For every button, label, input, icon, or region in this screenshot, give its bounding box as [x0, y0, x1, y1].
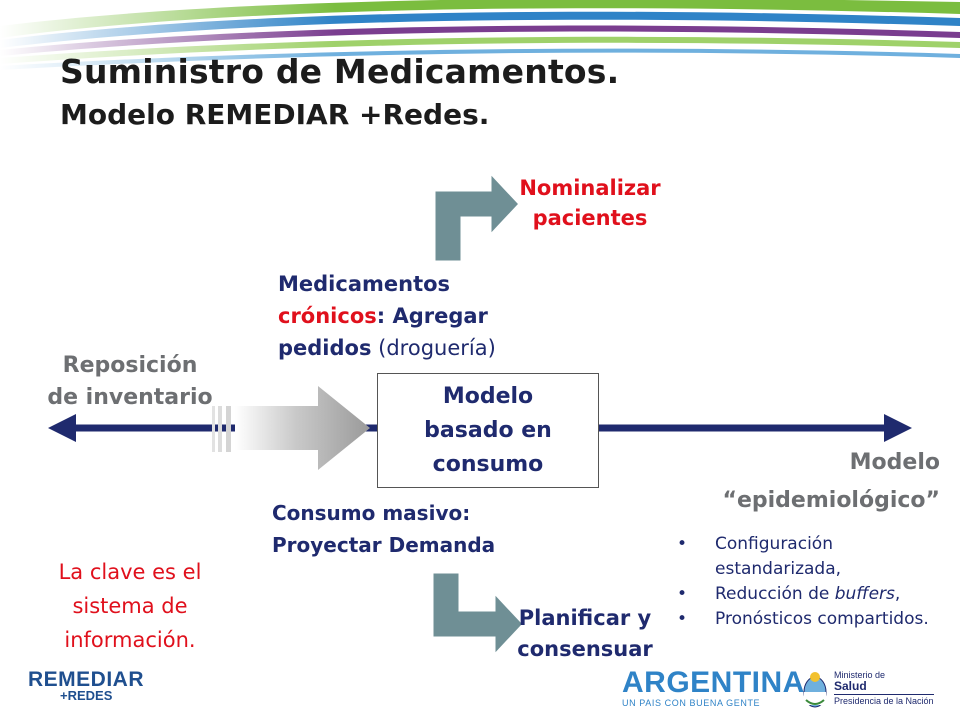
key-message-line2: sistema de: [72, 594, 188, 618]
key-message-line1: La clave es el: [58, 560, 202, 584]
argentina-logo-text: ARGENTINA: [622, 666, 805, 699]
bullet-icon: •: [677, 609, 688, 629]
list-item: • Configuración estandarizada,: [675, 532, 960, 582]
bullet-icon: •: [677, 534, 688, 554]
nominalizar-line2: pacientes: [532, 206, 648, 230]
mass-consumption-label: Consumo masivo: Proyectar Demanda: [272, 497, 562, 561]
ministerio-line1: Ministerio de: [834, 670, 886, 680]
center-model-box: Modelo basado en consumo: [377, 373, 599, 488]
bullet-list: • Configuración estandarizada, • Reducci…: [675, 532, 960, 632]
argentina-logo-tagline: UN PAIS CON BUENA GENTE: [622, 698, 761, 708]
top-banner-swoosh: [0, 0, 960, 70]
bullet-icon: •: [677, 584, 688, 604]
list-item: • Reducción de buffers,: [675, 582, 960, 607]
right-pole-line2: “epidemiológico”: [722, 488, 940, 513]
center-box-line3: consumo: [432, 451, 544, 477]
chronic-pedidos: pedidos: [278, 336, 372, 360]
ministerio-salud-logo: Ministerio de Salud Presidencia de la Na…: [834, 670, 934, 707]
bullet-text-2-pre: Reducción de: [715, 584, 835, 604]
gradient-block-arrow: [212, 386, 370, 470]
slide-title: Suministro de Medicamentos.: [60, 52, 620, 91]
remediar-logo: REMEDIAR +REDES: [28, 668, 144, 703]
chronic-line1: Medicamentos: [278, 272, 451, 296]
chronic-medications-label: Medicamentos crónicos: Agregar pedidos (…: [278, 268, 548, 364]
chronic-word: crónicos: [278, 304, 377, 328]
left-pole-label: Reposición de inventario: [20, 350, 240, 414]
bullet-text-3: Pronósticos compartidos.: [715, 609, 929, 629]
center-box-line2: basado en: [424, 417, 552, 443]
right-pole-label: Modelo “epidemiológico”: [680, 444, 940, 520]
output-nominalizar-pacientes: Nominalizar pacientes: [500, 173, 680, 233]
remediar-logo-text: REMEDIAR: [28, 668, 145, 691]
argentina-logo: ARGENTINA UN PAIS CON BUENA GENTE: [622, 666, 805, 709]
mass-line2: Proyectar Demanda: [272, 533, 496, 557]
output-planificar-consensuar: Planificar y consensuar: [500, 603, 670, 665]
right-pole-line1: Modelo: [849, 450, 940, 475]
chronic-drogueria: (droguería): [371, 336, 496, 360]
ministerio-line2: Salud: [834, 679, 867, 693]
nominalizar-line1: Nominalizar: [519, 176, 661, 200]
center-box-line1: Modelo: [442, 383, 534, 409]
planificar-line2: consensuar: [517, 637, 653, 661]
mass-line1: Consumo masivo:: [272, 501, 471, 525]
coat-of-arms-icon: [803, 672, 827, 708]
bullet-text-2-post: ,: [894, 584, 901, 604]
bullet-text-2-em: buffers: [834, 584, 895, 604]
remediar-logo-subtext: +REDES: [60, 688, 113, 703]
planificar-line1: Planificar y: [518, 606, 652, 630]
list-item: • Pronósticos compartidos.: [675, 607, 960, 632]
bent-arrow-up: [432, 168, 523, 264]
bent-arrow-down: [430, 570, 527, 660]
key-message-line3: información.: [64, 628, 196, 652]
left-pole-line1: Reposición: [62, 353, 198, 378]
ministerio-line3: Presidencia de la Nación: [834, 694, 934, 706]
slide-subtitle: Modelo REMEDIAR +Redes.: [60, 98, 490, 131]
bullet-text-1: Configuración estandarizada,: [715, 534, 842, 579]
key-message: La clave es el sistema de información.: [30, 555, 230, 657]
chronic-line2-rest: : Agregar: [376, 304, 488, 328]
left-pole-line2: de inventario: [47, 385, 213, 410]
